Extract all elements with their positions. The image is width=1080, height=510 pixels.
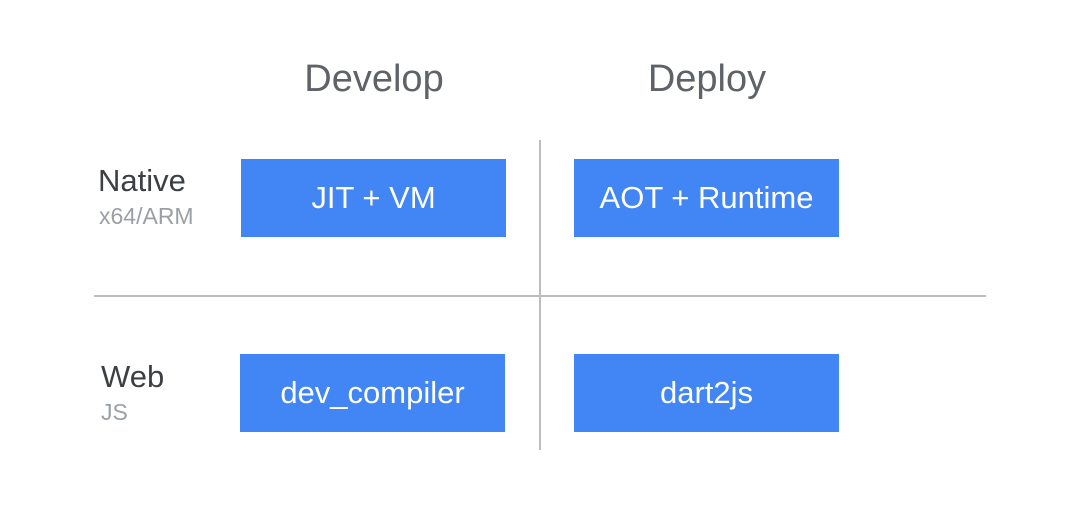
row-sublabel-web: JS [101, 399, 128, 425]
vertical-divider [539, 140, 541, 450]
box-web-develop: dev_compiler [240, 354, 505, 432]
row-sublabel-native: x64/ARM [99, 203, 194, 229]
box-native-deploy: AOT + Runtime [574, 159, 839, 237]
row-label-native: Native [98, 163, 186, 198]
box-native-develop: JIT + VM [241, 159, 506, 237]
row-label-web: Web [101, 359, 165, 394]
box-web-deploy: dart2js [574, 354, 839, 432]
column-header-deploy: Deploy [647, 58, 767, 100]
column-header-develop: Develop [304, 58, 444, 100]
